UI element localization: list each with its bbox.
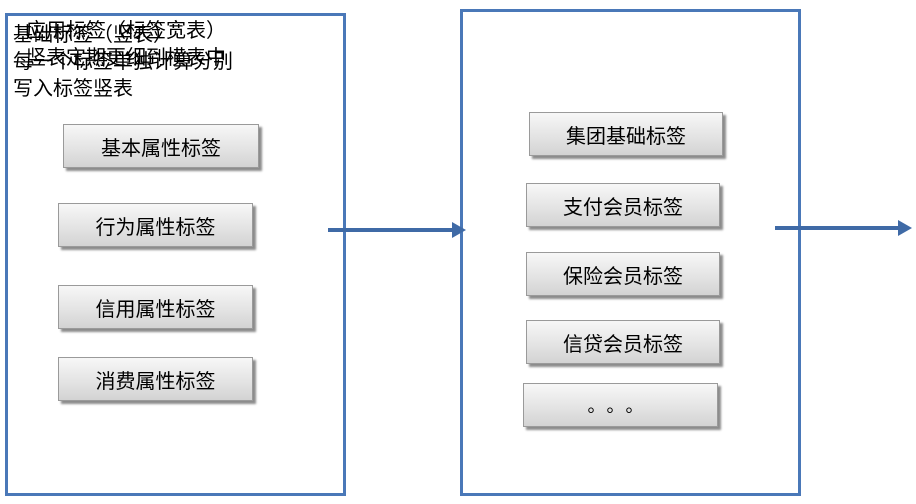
basic-tags-panel: [5, 13, 346, 496]
application-tags-title: 应用标签（标签宽表）: [26, 18, 226, 42]
tag-more-ellipsis: 。。。: [523, 383, 718, 427]
basic-tags-description-line-1: 每一个标签单独计算分别: [13, 49, 233, 73]
tag-behavior-attributes: 行为属性标签: [58, 203, 253, 247]
tag-consumption-attributes: 消费属性标签: [58, 357, 253, 401]
arrow-left-to-right-icon: [328, 222, 466, 238]
basic-tags-description-line-2: 写入标签竖表: [13, 76, 133, 100]
tag-loan-member: 信贷会员标签: [526, 320, 720, 364]
tag-insurance-member: 保险会员标签: [526, 252, 720, 296]
basic-tags-description: 每一个标签单独计算分别 写入标签竖表: [13, 48, 233, 102]
application-tags-description: 竖表定期更细到横表中: [26, 45, 226, 69]
tag-group-basic: 集团基础标签: [529, 112, 723, 156]
arrow-right-out-icon: [775, 220, 912, 236]
tag-basic-attributes: 基本属性标签: [63, 124, 259, 168]
basic-tags-title: 基础标签（竖表）: [13, 22, 173, 46]
tag-credit-attributes: 信用属性标签: [58, 285, 253, 329]
tag-payment-member: 支付会员标签: [526, 183, 720, 227]
